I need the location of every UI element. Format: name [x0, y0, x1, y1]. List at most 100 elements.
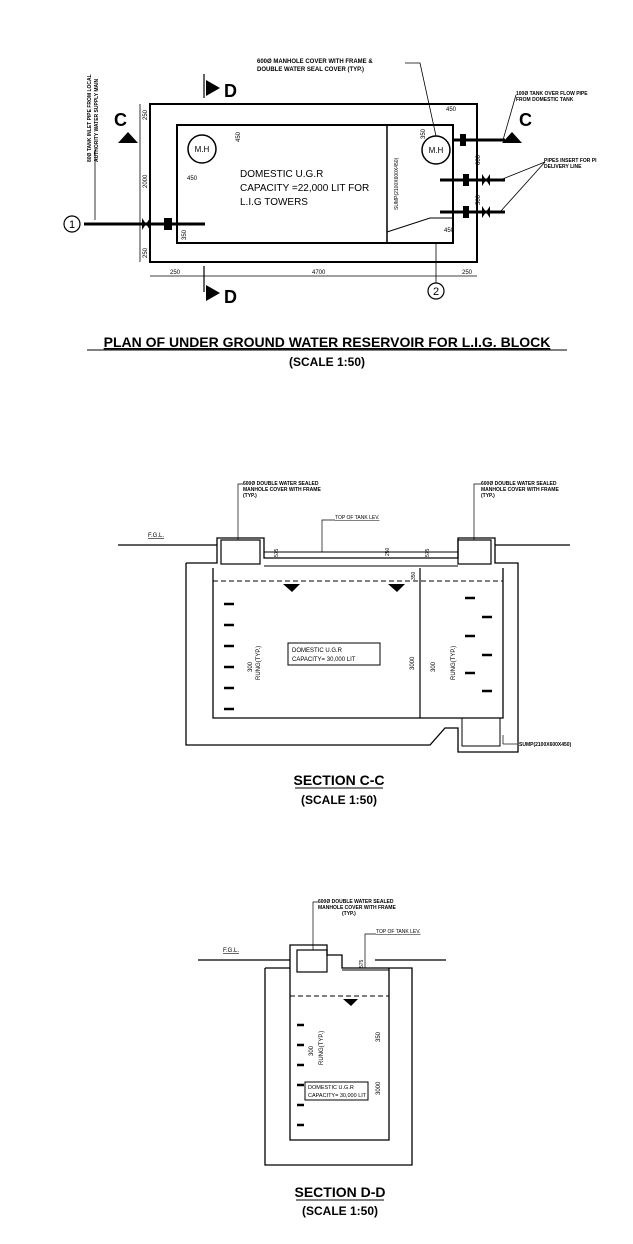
cc-rungs-left [224, 602, 234, 711]
cc-dim-575-a: 575 [274, 548, 280, 557]
dim-250-d: 250 [462, 270, 473, 276]
dim-450-d: 450 [444, 228, 455, 234]
cc-riser-right [457, 539, 492, 565]
dd-outer-wall [264, 944, 413, 1166]
section-c-left-arrow-icon [118, 132, 138, 143]
section-c-left-label: C [114, 110, 127, 130]
dim-450-b: 450 [236, 131, 242, 142]
dim-250-a: 250 [143, 109, 149, 120]
manhole-note-2: DOUBLE WATER SEAL COVER (TYP.) [257, 67, 364, 73]
cc-cover-right-3: (TYP.) [481, 493, 495, 499]
dd-cover-1: 600Ø DOUBLE WATER SEALED [318, 899, 394, 905]
cc-dim-250: 250 [385, 547, 391, 556]
cc-inner-wall [212, 568, 504, 719]
section-cc-view: F.G.L. [118, 481, 572, 807]
cc-cover-left-1: 600Ø DOUBLE WATER SEALED [243, 481, 319, 487]
cc-sump-pit [461, 717, 501, 747]
cc-cover-left-3: (TYP.) [243, 493, 257, 499]
overflow-note-2: FROM DOMESTIC TANK [516, 97, 574, 103]
plan-outer-wall [149, 103, 478, 263]
overflow-leader [502, 94, 517, 141]
cc-capacity-box [287, 642, 381, 666]
plan-inner-wall [176, 124, 454, 244]
dd-scale: (SCALE 1:50) [302, 1204, 378, 1218]
cc-riser-left [220, 539, 261, 565]
cc-title: SECTION C-C [294, 772, 385, 788]
inlet-note-2: AUTHORITY WATER SUPPLY MAIN [94, 78, 100, 162]
cc-water-marker-2-icon [388, 584, 405, 592]
dd-rungs [297, 1023, 304, 1127]
plan-scale: (SCALE 1:50) [289, 355, 365, 369]
dim-350-b: 350 [421, 128, 427, 139]
delivery-valve-1-icon [482, 174, 490, 186]
dim-350-a: 350 [182, 229, 188, 240]
inlet-flange-icon [164, 218, 172, 230]
dd-rung-label: RUNG(TYP.) [319, 1031, 325, 1065]
dd-dim-350: 350 [376, 1031, 382, 1042]
dd-cover-3: (TYP.) [342, 911, 356, 917]
dd-dim-300: 300 [309, 1045, 315, 1056]
cc-outer-wall [185, 537, 519, 753]
inlet-valve-icon [142, 218, 150, 230]
dim-600: 600 [476, 154, 482, 165]
plan-tank-line-1: DOMESTIC U.G.R [240, 169, 323, 180]
manhole-leader [405, 62, 437, 137]
dd-riser [296, 949, 328, 973]
pipes-leader-1 [499, 161, 546, 181]
cc-dim-300-a: 300 [248, 661, 254, 672]
cc-rungs-right [465, 596, 492, 693]
delivery-flange-1-icon [463, 174, 469, 186]
delivery-valve-2-icon [482, 206, 490, 218]
section-c-right-arrow-icon [502, 132, 522, 143]
plan-title: PLAN OF UNDER GROUND WATER RESERVOIR FOR… [104, 334, 551, 350]
dd-fgl-label: F.G.L. [223, 948, 239, 954]
dd-cover-2: MANHOLE COVER WITH FRAME [318, 905, 396, 911]
cc-dim-300-b: 300 [431, 661, 437, 672]
cc-cover-right-1: 600Ø DOUBLE WATER SEALED [481, 481, 557, 487]
dd-dim-3000: 3000 [376, 1081, 382, 1095]
cc-water-marker-1-icon [283, 584, 300, 592]
cc-sump-label: SUMP(2100X600X450) [519, 742, 572, 748]
dd-top-of-tank-leader [364, 933, 376, 968]
dd-box-line-1: DOMESTIC U.G.R [308, 1085, 354, 1091]
cc-rung-right-label: RUNG(TYP.) [451, 646, 457, 680]
marker-1-icon [63, 215, 81, 233]
plan-sump-label: SUMP(2100X600X450) [394, 157, 400, 210]
dim-2000: 2000 [143, 174, 149, 188]
dd-water-marker-icon [343, 999, 358, 1006]
delivery-flange-2-icon [463, 206, 469, 218]
manhole-note-1: 600Ø MANHOLE COVER WITH FRAME & [257, 59, 373, 65]
dd-box-line-2: CAPACITY= 30,000 LIT [308, 1093, 367, 1099]
pipes-note-2: DELIVERY LINE [544, 164, 582, 170]
plan-tank-line-3: L.I.G TOWERS [240, 197, 308, 208]
pipes-leader-2 [499, 161, 546, 213]
section-d-bottom-label: D [224, 287, 237, 307]
cc-top-of-tank: TOP OF TANK LEV. [335, 515, 379, 521]
dd-title: SECTION D-D [295, 1184, 386, 1200]
marker-2-label: 2 [433, 286, 439, 298]
cc-top-of-tank-leader [321, 519, 335, 552]
section-d-bottom-arrow-icon [206, 285, 220, 301]
cc-dim-350: 350 [411, 571, 417, 580]
dim-250-b: 250 [143, 247, 149, 258]
section-dd-view: F.G.L. RUNG(TYP.) 300 3000 350 575 DOMES… [198, 899, 446, 1218]
cc-cover-right-leader [473, 483, 481, 540]
section-d-top-label: D [224, 81, 237, 101]
manhole-left-label: M.H [195, 145, 210, 154]
manhole-left-icon [187, 134, 217, 164]
manhole-right-label: M.H [429, 146, 444, 155]
cc-rung-left-label: RUNG(TYP.) [256, 646, 262, 680]
section-c-right-label: C [519, 110, 532, 130]
marker-1-label: 1 [69, 219, 75, 231]
cc-dim-3000: 3000 [410, 656, 416, 670]
dim-500: 500 [476, 194, 482, 205]
dd-capacity-box [304, 1081, 369, 1101]
dd-inner-wall [289, 968, 390, 1141]
dd-dim-575: 575 [359, 959, 365, 968]
dd-cover-leader [312, 901, 318, 950]
dim-450-a: 450 [187, 176, 198, 182]
overflow-note-1: 100Ø TANK OVER FLOW PIPE [516, 91, 588, 97]
sump-outline [386, 217, 453, 243]
cc-box-line-1: DOMESTIC U.G.R [292, 648, 343, 654]
